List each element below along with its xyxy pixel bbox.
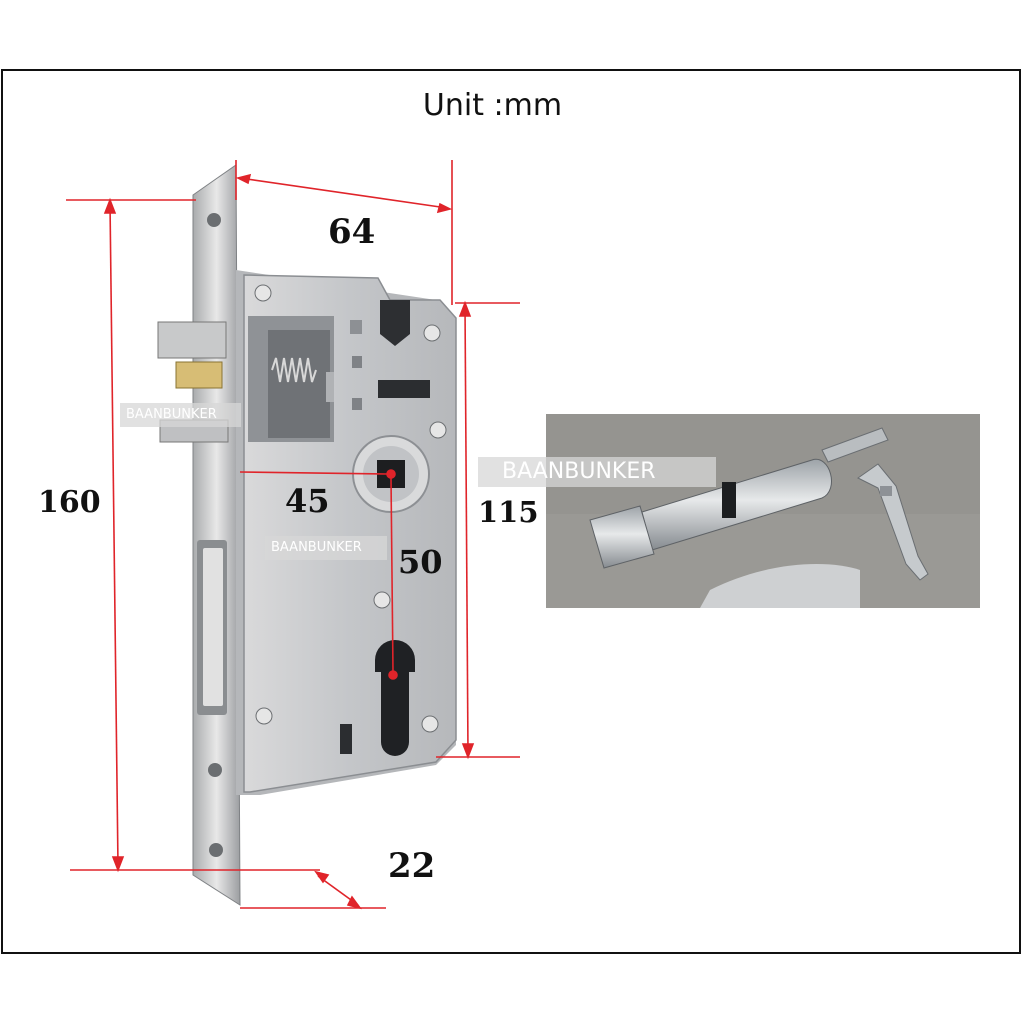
watermark: BAANBUNKER	[265, 536, 387, 560]
dimension-width: 64	[328, 212, 376, 252]
screw-hole-top	[207, 213, 221, 227]
dimension-height: 160	[38, 485, 101, 520]
spring	[271, 357, 317, 383]
lock-case	[236, 270, 457, 795]
deadbolt-slot	[378, 380, 430, 398]
screws	[254, 284, 447, 733]
dimension-backset: 45	[285, 482, 330, 520]
cylinder-body	[641, 458, 832, 551]
dimension-faceplate-height: 115	[478, 495, 539, 529]
dimension-center-distance: 50	[398, 543, 443, 581]
key	[857, 463, 929, 581]
dimension-faceplate-width: 22	[388, 846, 436, 886]
cylinder-inset	[546, 414, 980, 608]
top-cam	[380, 300, 410, 346]
thumb-turn	[589, 505, 655, 569]
watermark: BAANBUNKER	[120, 403, 241, 427]
screw-hole-mid	[208, 763, 222, 777]
faceplate	[192, 164, 241, 906]
unit-label: Unit :mm	[422, 88, 563, 123]
dimension-lines	[66, 160, 520, 910]
cylinder-hole	[375, 640, 415, 756]
diagram-frame	[1, 69, 1021, 954]
watermark: BAANBUNKER	[478, 457, 716, 487]
screw-hole-bottom	[209, 843, 223, 857]
